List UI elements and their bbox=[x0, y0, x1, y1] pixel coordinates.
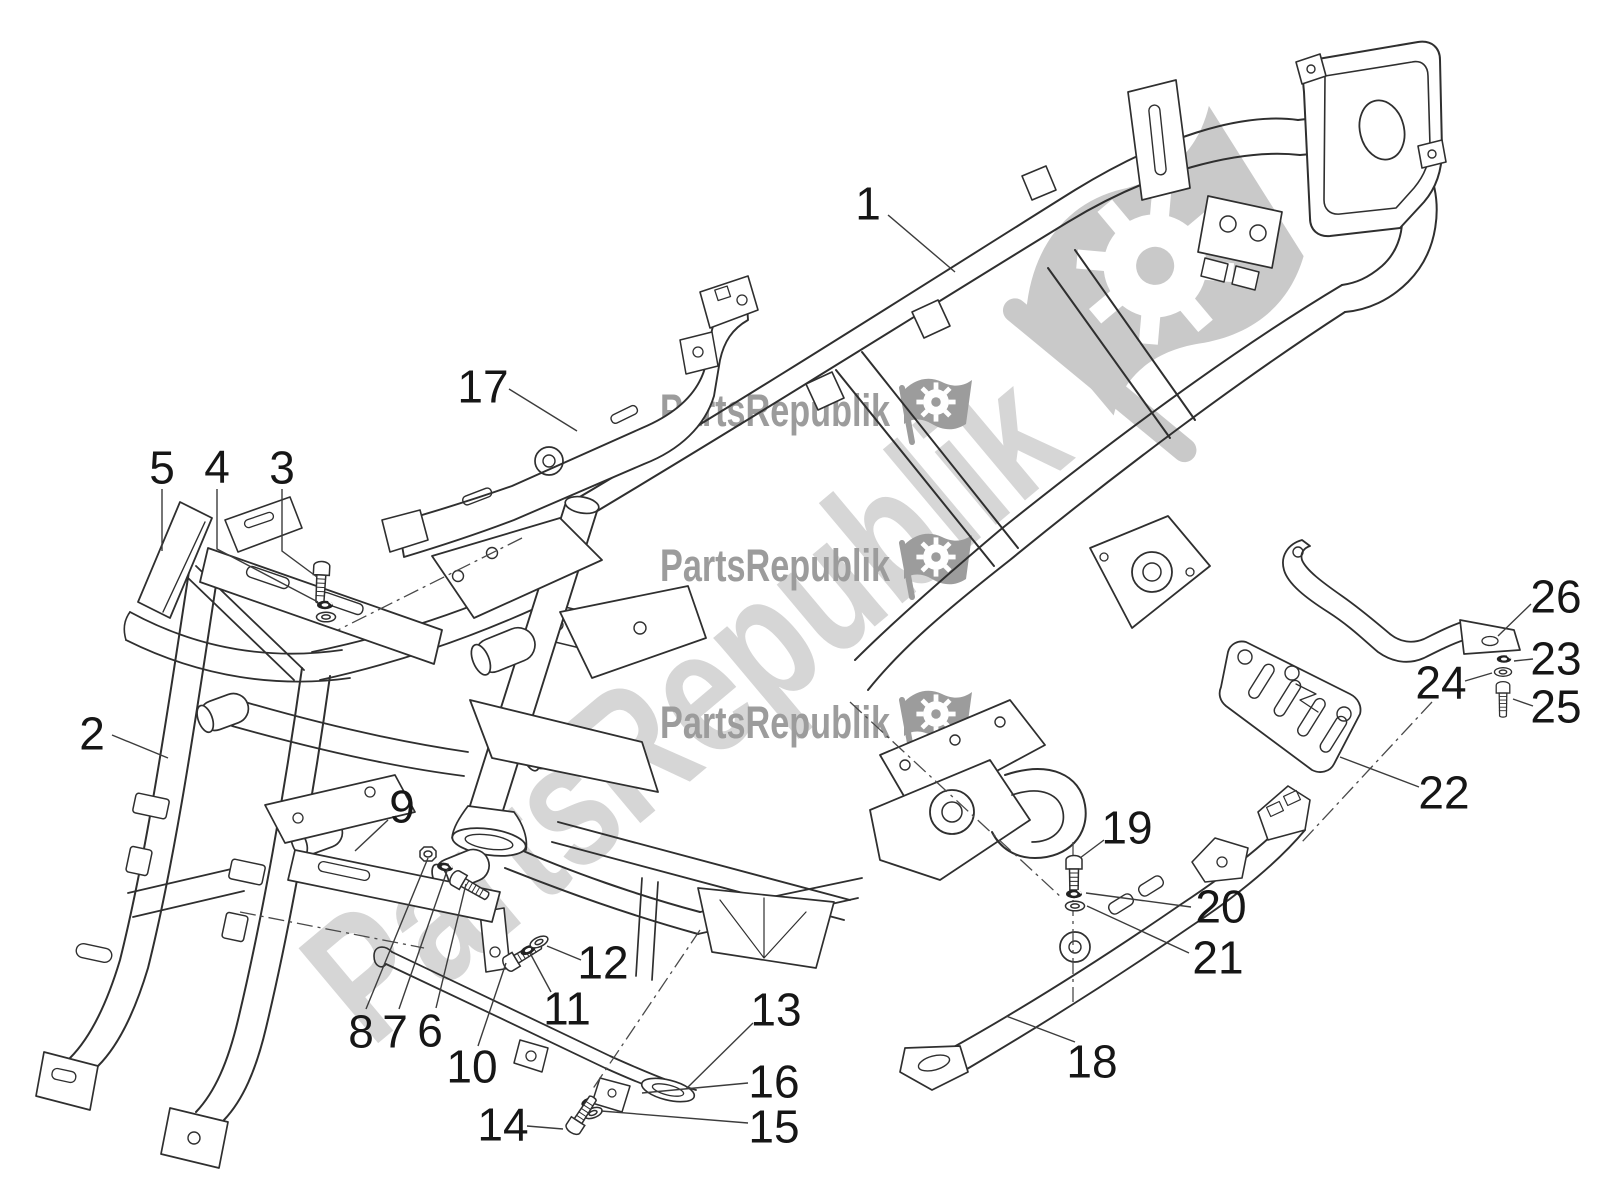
leader-line-21 bbox=[1086, 905, 1190, 954]
leader-line-10 bbox=[477, 962, 507, 1047]
hw-washer-lock bbox=[437, 862, 453, 872]
hw-washer bbox=[529, 935, 549, 949]
part-16-clamp bbox=[591, 1077, 631, 1113]
brand-gear-icon bbox=[916, 382, 956, 422]
brand-flag-icon bbox=[1002, 105, 1304, 463]
part-1-main-frame bbox=[504, 40, 1447, 935]
part-17-brace bbox=[381, 275, 759, 558]
leader-line-15 bbox=[600, 1110, 749, 1124]
hw-bolt bbox=[565, 1095, 597, 1136]
leader-line-11 bbox=[529, 952, 552, 993]
leader-line-6 bbox=[435, 883, 467, 1009]
part-label-11[interactable]: 11 bbox=[543, 983, 591, 1035]
hw-bolt bbox=[312, 560, 331, 605]
leader-line-13 bbox=[685, 1022, 754, 1090]
leader-line-3 bbox=[281, 489, 318, 578]
watermark-row-2: PartsRepublik bbox=[660, 533, 972, 600]
brand-gear-icon bbox=[916, 537, 956, 577]
hw-washer bbox=[315, 611, 337, 623]
construction-line-4 bbox=[849, 701, 1063, 899]
leader-line-23 bbox=[1513, 658, 1534, 662]
leader-line-1 bbox=[887, 214, 956, 273]
construction-line-3 bbox=[591, 929, 701, 1091]
hw-washer bbox=[1493, 667, 1513, 677]
watermark-row-3: PartsRepublik bbox=[660, 690, 972, 757]
hardware-layer bbox=[312, 560, 1513, 1136]
part-label-13[interactable]: 13 bbox=[750, 984, 801, 1036]
hw-bolt bbox=[1495, 680, 1511, 718]
leader-line-2 bbox=[111, 734, 169, 759]
hw-nut bbox=[419, 846, 437, 862]
part-label-20[interactable]: 20 bbox=[1195, 881, 1246, 933]
part-label-17[interactable]: 17 bbox=[457, 361, 508, 413]
leader-line-18 bbox=[1005, 1015, 1076, 1043]
part-label-6[interactable]: 6 bbox=[417, 1005, 443, 1057]
leader-line-12 bbox=[546, 945, 582, 961]
part-label-19[interactable]: 19 bbox=[1101, 802, 1152, 854]
part-26-support-bracket bbox=[1282, 539, 1521, 663]
part-label-1[interactable]: 1 bbox=[855, 178, 881, 230]
part-18-right-floor-rail bbox=[899, 785, 1311, 1091]
leader-line-19 bbox=[1079, 839, 1105, 859]
part-label-22[interactable]: 22 bbox=[1418, 767, 1469, 819]
leader-line-24 bbox=[1464, 672, 1493, 682]
construction-line-1 bbox=[337, 537, 523, 631]
leader-line-4 bbox=[216, 489, 319, 603]
brand-gear-icon bbox=[1076, 186, 1235, 345]
brand-gear-icon bbox=[916, 694, 956, 734]
hw-washer bbox=[1064, 900, 1086, 912]
leader-line-26 bbox=[1497, 603, 1532, 637]
leader-line-8 bbox=[365, 857, 429, 1010]
part-label-9[interactable]: 9 bbox=[389, 781, 415, 833]
part-label-21[interactable]: 21 bbox=[1192, 932, 1243, 984]
part-2-front-subframe bbox=[35, 564, 469, 1169]
leader-line-17 bbox=[508, 388, 578, 432]
hw-washer-lock bbox=[317, 600, 333, 610]
leader-line-25 bbox=[1512, 698, 1534, 707]
leader-line-20 bbox=[1085, 892, 1192, 908]
hw-washer-lock bbox=[1496, 655, 1512, 663]
part-label-14[interactable]: 14 bbox=[477, 1099, 528, 1151]
part-label-24[interactable]: 24 bbox=[1415, 657, 1466, 709]
watermark-text: PartsRepublik bbox=[660, 540, 891, 591]
watermark-row-1: PartsRepublik bbox=[660, 378, 972, 445]
construction-line-6 bbox=[1301, 701, 1433, 843]
part-label-8[interactable]: 8 bbox=[348, 1006, 374, 1058]
part-label-12[interactable]: 12 bbox=[577, 937, 628, 989]
leader-line-16 bbox=[641, 1082, 749, 1094]
part-label-5[interactable]: 5 bbox=[149, 442, 175, 494]
part-label-15[interactable]: 15 bbox=[748, 1101, 799, 1153]
part-label-10[interactable]: 10 bbox=[446, 1041, 497, 1093]
part-label-26[interactable]: 26 bbox=[1530, 571, 1581, 623]
brand-flag-icon bbox=[899, 378, 972, 445]
hw-bolt bbox=[449, 869, 490, 901]
hw-washer-lock bbox=[1066, 889, 1082, 899]
part-label-7[interactable]: 7 bbox=[382, 1006, 408, 1058]
part-label-4[interactable]: 4 bbox=[204, 441, 230, 493]
brand-flag-icon bbox=[899, 533, 972, 600]
part-label-18[interactable]: 18 bbox=[1066, 1036, 1117, 1088]
leader-line-9 bbox=[354, 819, 389, 852]
part-label-16[interactable]: 16 bbox=[748, 1056, 799, 1108]
leader-line-22 bbox=[1339, 756, 1420, 788]
part-label-25[interactable]: 25 bbox=[1530, 681, 1581, 733]
part-label-2[interactable]: 2 bbox=[79, 708, 105, 760]
watermark-text: PartsRepublik bbox=[660, 697, 891, 748]
part-22-skid-plate bbox=[1218, 640, 1362, 773]
part-label-3[interactable]: 3 bbox=[269, 442, 295, 494]
part-label-23[interactable]: 23 bbox=[1530, 633, 1581, 685]
leader-line-14 bbox=[526, 1125, 564, 1130]
part-9-bracket bbox=[264, 774, 501, 923]
frame-line-art bbox=[35, 40, 1521, 1169]
leader-line-7 bbox=[398, 867, 449, 1010]
part-5-carrier-plate bbox=[137, 501, 213, 619]
